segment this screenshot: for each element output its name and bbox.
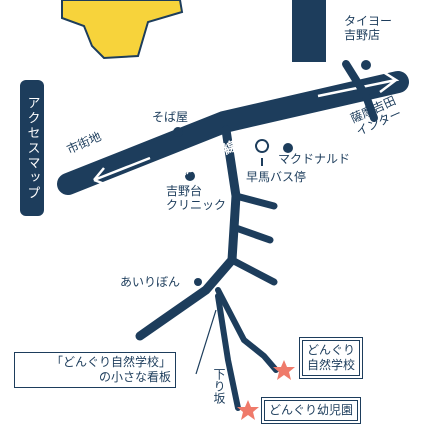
clinic-label: 吉野台 クリニック: [166, 184, 227, 212]
airibon-label: あいりぼん: [120, 275, 181, 289]
school-label: どんぐり 自然学校: [298, 337, 364, 379]
taiyo-road: [342, 60, 378, 122]
branch-road: [135, 125, 241, 341]
spur-2: [232, 224, 274, 244]
sign-pointer: [195, 309, 217, 375]
west-arrow: [93, 156, 151, 188]
east-arrow: [317, 68, 400, 98]
yellow-building: [61, 0, 184, 60]
sign-label-line1: 「どんぐり自然学校」: [50, 355, 171, 369]
sidebar-title: アクセスマップ: [20, 80, 44, 216]
school-label-line1: どんぐり: [307, 343, 356, 357]
clinic-marker: [185, 171, 195, 181]
bus-stop-icon: [255, 139, 270, 166]
taiyo-marker: [361, 60, 371, 70]
airibon-marker: [194, 278, 202, 286]
spur-4: [215, 287, 279, 373]
school-label-line2: 自然学校: [307, 358, 356, 372]
taiyo-label: タイヨー 吉野店: [344, 14, 393, 42]
sign-label: 「どんぐり自然学校」 の小さな看板: [14, 352, 176, 388]
sobaya-marker: [173, 127, 183, 137]
bus-stop-label: 早馬バス停: [246, 170, 307, 184]
kindergarten-label: どんぐり幼児園: [260, 397, 362, 424]
taiyo-building: [292, 0, 326, 62]
kindergarten-star-icon: [237, 400, 259, 420]
spur-3: [228, 256, 278, 286]
school-star-icon: [273, 360, 295, 380]
spur-5: [215, 293, 241, 411]
main-road: [57, 71, 409, 195]
mcdonalds-marker: [283, 143, 293, 153]
spur-1: [232, 192, 278, 210]
slope-label: 下り坂: [212, 368, 226, 404]
sign-label-line2: の小さな看板: [98, 370, 171, 384]
mcdonalds-label: マクドナルド: [278, 152, 351, 166]
sobaya-label: そば屋: [152, 110, 189, 124]
